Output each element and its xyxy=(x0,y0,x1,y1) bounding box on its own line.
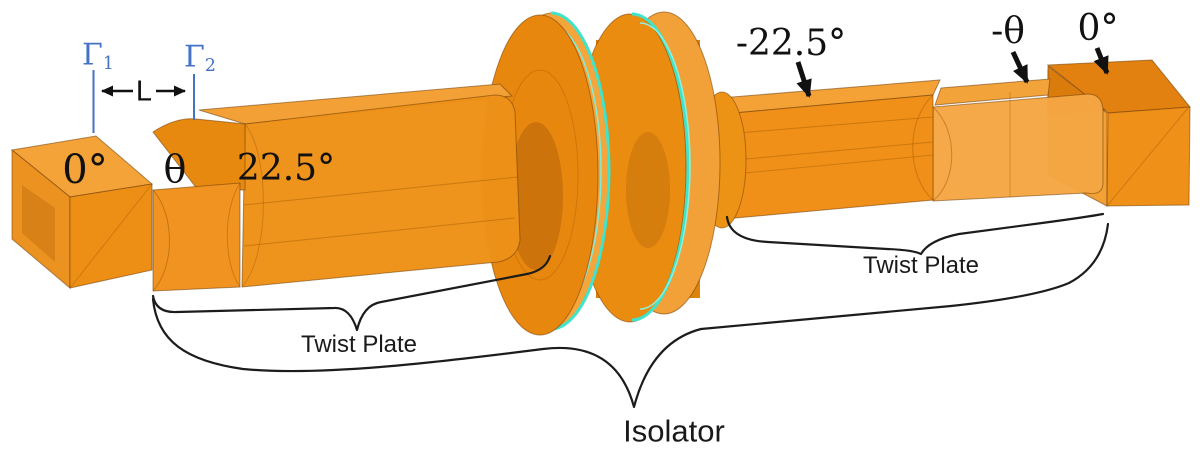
theta-right-label: -θ xyxy=(991,11,1025,52)
twist-plate-right-caption: Twist Plate xyxy=(862,252,980,279)
twist-plate-right-model xyxy=(697,79,941,229)
port-angle-left-label: 0° xyxy=(62,147,108,193)
arrow-neg22 xyxy=(795,61,812,98)
brace-twist-plate-right xyxy=(725,212,1105,256)
brace-isolator xyxy=(151,222,1110,409)
brace-twist-plate-left xyxy=(151,254,552,332)
theta-twist-right-model xyxy=(932,78,1104,202)
annotation-braces xyxy=(151,212,1110,409)
twist-angle-right-label: -22.5° xyxy=(735,23,847,64)
left-port-model xyxy=(10,135,154,290)
disk1-teal-edge xyxy=(550,11,611,331)
port-angle-right-label: 0° xyxy=(1077,8,1119,49)
theta-twist-left-model xyxy=(152,118,246,292)
gamma1-label: Γ1 xyxy=(82,37,114,75)
pointer-arrows xyxy=(795,47,1110,98)
theta-left-label: θ xyxy=(163,147,187,191)
reference-plane-lines xyxy=(92,70,195,133)
disk2-teal-edge xyxy=(631,12,690,322)
length-dimension-label: L xyxy=(135,75,153,108)
arrow-neg-theta xyxy=(1010,50,1030,84)
arrow-right-port xyxy=(1093,47,1110,75)
twist-plate-left-caption: Twist Plate xyxy=(300,331,418,358)
isolator-caption: Isolator xyxy=(623,413,725,449)
twist-plate-left-model xyxy=(198,83,521,288)
gamma2-label: Γ2 xyxy=(184,39,216,77)
twist-angle-left-label: 22.5° xyxy=(236,148,336,189)
